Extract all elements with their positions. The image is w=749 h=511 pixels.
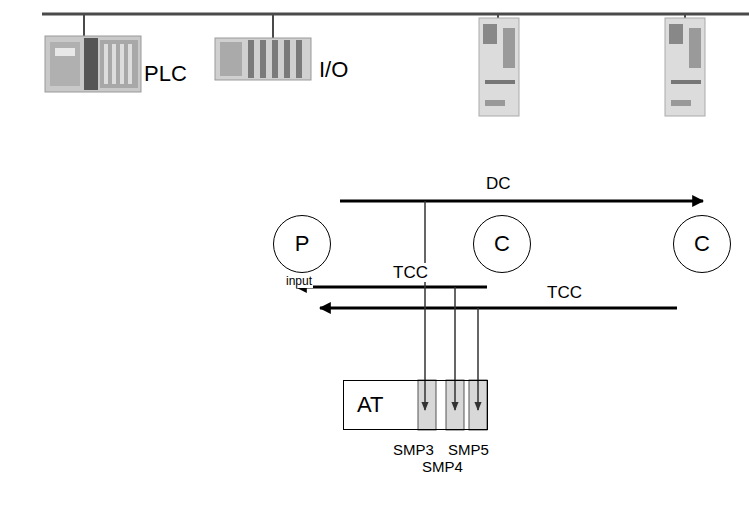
station-circle: C xyxy=(473,215,531,273)
label-box: TCC xyxy=(392,264,429,283)
diagram-label: input xyxy=(285,274,313,288)
bus-drops xyxy=(84,14,685,38)
station-letter: C xyxy=(494,232,510,256)
station-circle: C xyxy=(673,215,731,273)
station-circle: P xyxy=(273,215,331,273)
station-letter: C xyxy=(694,232,710,256)
plc-device xyxy=(45,36,141,92)
drive-device xyxy=(479,18,519,116)
sample-arrows xyxy=(425,201,478,410)
label-box: SMP3 xyxy=(392,442,435,459)
drive-device xyxy=(665,18,705,116)
telegram-box: AT xyxy=(343,380,488,430)
diagram-label: TCC xyxy=(546,283,583,302)
diagram-label: TCC xyxy=(392,263,429,282)
label-box: TCC xyxy=(546,284,583,303)
diagram-label: SMP4 xyxy=(421,458,464,475)
timing-arrows xyxy=(296,201,703,308)
label-box: SMP4 xyxy=(421,459,464,476)
diagram-label: SMP3 xyxy=(392,441,435,458)
label-box: input xyxy=(285,275,313,288)
diagram-label: I/O xyxy=(318,57,349,82)
fieldbus-line xyxy=(42,13,749,16)
label-box: SMP5 xyxy=(447,442,490,459)
diagram-label: DC xyxy=(485,174,512,193)
telegram-name: AT xyxy=(357,393,383,417)
label-box: DC xyxy=(485,175,512,194)
label-box: I/O xyxy=(318,58,349,82)
station-letter: P xyxy=(295,232,310,256)
label-box: PLC xyxy=(143,62,188,86)
diagram-label: SMP5 xyxy=(447,441,490,458)
smp-cells xyxy=(418,380,487,430)
io-device xyxy=(215,38,311,80)
diagram-label: PLC xyxy=(143,61,188,86)
